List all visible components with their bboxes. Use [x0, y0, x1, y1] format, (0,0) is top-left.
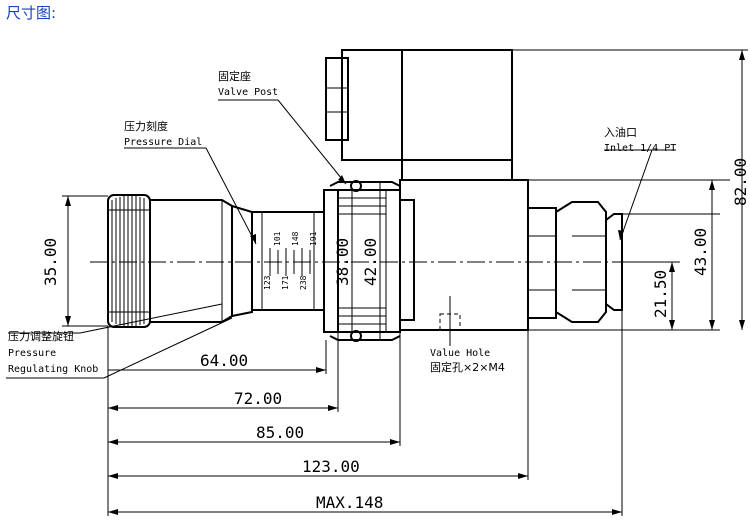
- dim-38-text: 38.00: [333, 238, 352, 286]
- valve-post-label-en: Valve Post: [218, 87, 278, 98]
- knob-label-en-1: Pressure: [8, 348, 56, 359]
- extension-lines: [107, 310, 623, 516]
- callout-leaders: [6, 99, 676, 379]
- valve-hole-label-cn: 固定孔×2×M4: [430, 360, 505, 374]
- dim-42-text: 42.00: [361, 238, 380, 286]
- inlet-label-en: Inlet 1/4 PT: [604, 143, 676, 154]
- inlet-arrow: [618, 230, 624, 240]
- junction-box: [325, 49, 513, 181]
- dial-mark-bottom-3: 238: [299, 275, 308, 290]
- dim-85-text: 85.00: [256, 423, 304, 442]
- dim-35-text: 35.00: [41, 238, 60, 286]
- dim-knob-diameter: 35.00: [41, 195, 108, 327]
- dial-mark-bottom-2: 171: [281, 275, 290, 290]
- dial-mark-bottom-1: 123: [263, 275, 272, 290]
- drawing-heading: 尺寸图:: [6, 4, 57, 22]
- knob-label-cn: 压力调整旋钮: [8, 329, 74, 343]
- dim-collar-diameters: 38.00 42.00: [333, 182, 381, 340]
- inlet-fitting: [528, 201, 623, 323]
- dim-43-text: 43.00: [691, 228, 710, 276]
- valve-hole-label-en: Value Hole: [430, 348, 490, 359]
- dial-arrow: [250, 234, 256, 244]
- pressure-regulating-knob: [107, 194, 233, 328]
- dial-mark-top-2: 148: [291, 231, 300, 246]
- pressure-dial-label-en: Pressure Dial: [124, 137, 202, 148]
- dial-mark-top-1: 101: [273, 231, 282, 246]
- dim-right-verticals: 21.50 43.00 82.00: [512, 49, 750, 331]
- dial-mark-top-3: 191: [309, 231, 318, 246]
- dim-max-148-text: MAX.148: [316, 493, 383, 512]
- valve-post-label-cn: 固定座: [218, 69, 251, 83]
- dim-21-50-text: 21.50: [651, 270, 670, 318]
- pressure-dial: 101 148 191 123 171 238: [231, 205, 325, 317]
- pressure-dial-label-cn: 压力刻度: [124, 119, 168, 133]
- dim-72-text: 72.00: [234, 389, 282, 408]
- dim-123-text: 123.00: [302, 457, 360, 476]
- inlet-label-cn: 入油口: [604, 125, 637, 139]
- dim-64-text: 64.00: [200, 351, 248, 370]
- dim-horizontals: 64.00 72.00 85.00 123.00 MAX.148: [108, 351, 622, 515]
- dim-82-text: 82.00: [731, 158, 750, 206]
- valve-post-arrow: [338, 175, 346, 184]
- knob-label-en-2: Regulating Knob: [8, 364, 98, 375]
- valve-body: [399, 179, 529, 346]
